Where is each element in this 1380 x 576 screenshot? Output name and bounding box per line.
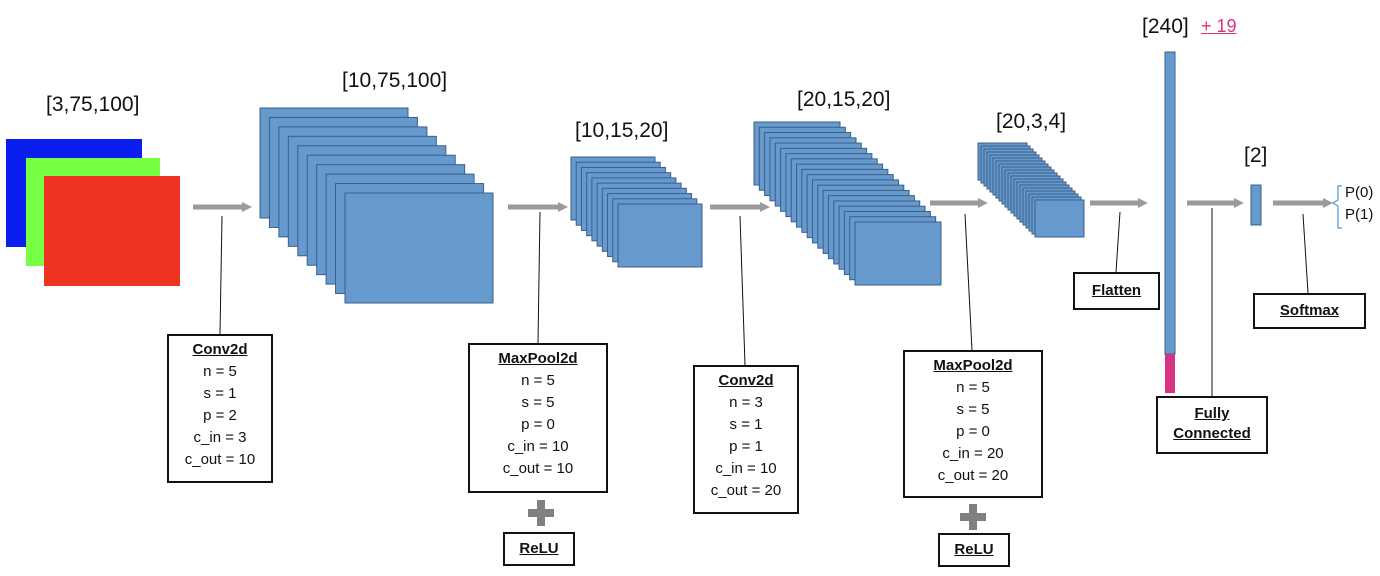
- op-param: p = 0: [956, 423, 990, 440]
- flatten-box: Flatten: [1073, 272, 1160, 310]
- op-param: s = 1: [203, 385, 237, 402]
- op-title-pool1: MaxPool2d: [498, 350, 578, 367]
- feature-map-pool1: [617, 203, 703, 268]
- op-param: s = 5: [521, 394, 555, 411]
- dim-input: [3,75,100]: [46, 93, 140, 116]
- dim-flat-extra: + 19: [1201, 16, 1237, 36]
- fc-label-line1: Fully: [1194, 405, 1230, 422]
- feature-stack-conv2: [753, 121, 942, 286]
- op-title-conv1: Conv2d: [192, 341, 248, 358]
- op-param: c_out = 20: [937, 467, 1009, 484]
- input-channel-red: [44, 176, 180, 286]
- output-bracket: [1331, 185, 1342, 229]
- plus-icon: [960, 504, 986, 530]
- relu-box-1: ReLU: [503, 532, 575, 566]
- feature-stack-conv1: [259, 107, 494, 304]
- input-image: [6, 139, 180, 286]
- dim-conv1: [10,75,100]: [342, 69, 448, 92]
- op-box-conv2: Conv2d n = 3 s = 1 p = 1 c_in = 10 c_out…: [693, 365, 799, 514]
- softmax-box: Softmax: [1253, 293, 1366, 329]
- op-param: s = 1: [729, 416, 763, 433]
- connector-conv2: [739, 215, 746, 366]
- op-param: n = 5: [203, 363, 237, 380]
- dim-flat: [240]: [1142, 15, 1189, 38]
- op-param: n = 5: [956, 379, 990, 396]
- flatten-vector-extra: [1165, 354, 1175, 393]
- feature-stack-pool1: [570, 156, 703, 268]
- output-prob-0: P(0): [1345, 184, 1374, 201]
- op-param: c_in = 3: [193, 429, 247, 446]
- connector-pool2: [964, 213, 973, 351]
- connector-conv1: [219, 215, 223, 335]
- op-param: n = 5: [521, 372, 555, 389]
- op-param: p = 0: [521, 416, 555, 433]
- connector-pool1: [537, 211, 541, 344]
- op-param: n = 3: [729, 394, 763, 411]
- op-param: c_out = 10: [184, 451, 256, 468]
- op-title-conv2: Conv2d: [718, 372, 774, 389]
- dim-pool1: [10,15,20]: [575, 119, 669, 142]
- op-param: c_in = 20: [942, 445, 1004, 462]
- connector-flatten: [1115, 211, 1121, 273]
- op-title-pool2: MaxPool2d: [933, 357, 1013, 374]
- feature-map-conv1: [344, 192, 494, 304]
- plus-icon: [528, 500, 554, 526]
- op-param: c_out = 10: [502, 460, 574, 477]
- op-param: c_in = 10: [715, 460, 777, 477]
- relu-box-2: ReLU: [938, 533, 1010, 567]
- fc-output-vector: [1250, 184, 1262, 226]
- feature-map-conv2: [854, 221, 942, 286]
- op-param: p = 2: [203, 407, 237, 424]
- flatten-vector-main: [1164, 51, 1176, 355]
- dim-pool2: [20,3,4]: [996, 110, 1067, 133]
- fc-label-line2: Connected: [1173, 425, 1251, 442]
- op-param: c_out = 20: [710, 482, 782, 499]
- op-param: c_in = 10: [507, 438, 569, 455]
- op-param: p = 1: [729, 438, 763, 455]
- dim-conv2: [20,15,20]: [797, 88, 891, 111]
- dim-fc: [2]: [1244, 144, 1268, 167]
- flatten-vector: [1164, 51, 1176, 393]
- output-prob-1: P(1): [1345, 206, 1374, 223]
- fc-box: Fully Connected: [1156, 396, 1268, 454]
- connector-softmax: [1302, 213, 1309, 294]
- op-box-conv1: Conv2d n = 5 s = 1 p = 2 c_in = 3 c_out …: [167, 334, 273, 483]
- feature-map-pool2: [1034, 199, 1085, 238]
- feature-stack-pool2: [977, 142, 1085, 238]
- op-box-pool2: MaxPool2d n = 5 s = 5 p = 0 c_in = 20 c_…: [903, 350, 1043, 498]
- op-param: s = 5: [956, 401, 990, 418]
- op-box-pool1: MaxPool2d n = 5 s = 5 p = 0 c_in = 10 c_…: [468, 343, 608, 493]
